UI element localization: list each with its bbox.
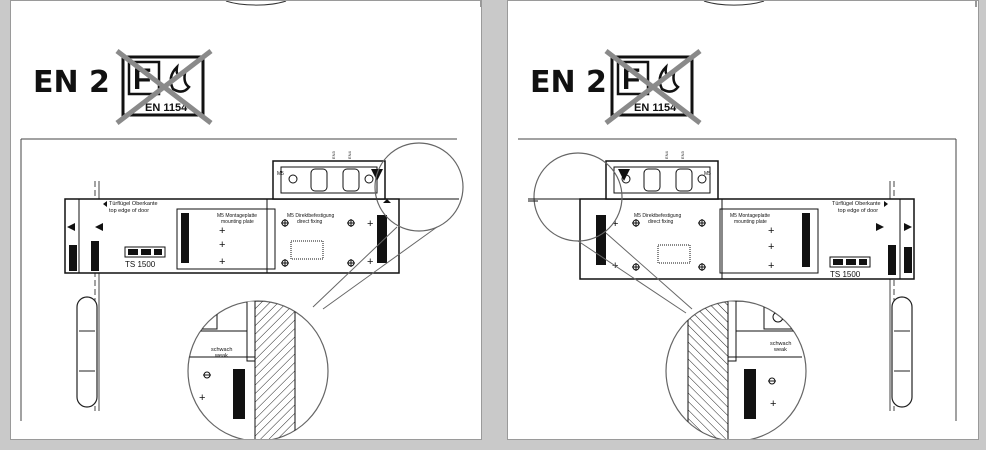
svg-text:EN4: EN4	[664, 150, 669, 159]
svg-text:+: +	[768, 260, 774, 272]
direct-en: direct fixing	[297, 219, 323, 225]
fire-standard-label: EN 1154	[634, 102, 677, 114]
top-edge-en: top edge of door	[109, 208, 149, 214]
svg-text:+: +	[770, 398, 776, 410]
detail-circle-fragment	[225, 1, 287, 6]
svg-text:+: +	[768, 241, 774, 253]
svg-text:+: +	[367, 256, 373, 268]
svg-text:+: +	[768, 225, 774, 237]
plate-de: M5 Montageplatte	[730, 213, 770, 219]
plate-marker	[181, 213, 189, 263]
fire-rating-symbol: F EN 1154	[604, 49, 702, 125]
direct-marker	[596, 215, 606, 265]
fire-rating-symbol: F EN 1154	[115, 49, 213, 125]
svg-text:EN3: EN3	[680, 150, 685, 159]
plate-en: mounting plate	[734, 219, 767, 225]
svg-text:+: +	[219, 256, 225, 268]
marker-block	[91, 241, 99, 271]
en-class-label: EN 2	[33, 65, 110, 100]
svg-text:+: +	[219, 225, 225, 237]
svg-text:+: +	[367, 218, 373, 230]
mounting-diagram-right: F EN 1154 M5 EN4 EN3 Türflügel O	[518, 1, 977, 439]
svg-text:EN4: EN4	[347, 150, 352, 159]
mounting-diagram-left: F EN 1154 M5 EN3 EN4	[20, 1, 481, 439]
top-edge-de: Türflügel Oberkante	[109, 201, 158, 207]
direct-marker	[377, 215, 387, 263]
model-label: TS 1500	[830, 270, 861, 279]
m5-label: M5	[277, 171, 284, 177]
marker-block	[888, 245, 896, 275]
detail-circle-fragment	[703, 1, 765, 6]
fire-standard-label: EN 1154	[145, 102, 188, 114]
svg-text:+: +	[612, 218, 618, 230]
detail-en: weak	[214, 353, 228, 359]
svg-text:+: +	[199, 392, 205, 404]
detail-de: schwach	[770, 341, 791, 347]
mounting-template	[64, 198, 400, 274]
detail-de: schwach	[211, 347, 232, 353]
plate-en: mounting plate	[221, 219, 254, 225]
door-hinge	[76, 296, 98, 408]
detail-callout-circle	[374, 142, 464, 232]
plate-de: M5 Montageplatte	[217, 213, 257, 219]
door-hinge	[891, 296, 913, 408]
detail-en: weak	[773, 347, 787, 353]
plate-marker	[802, 213, 810, 267]
model-label: TS 1500	[125, 260, 156, 269]
direct-en: direct fixing	[648, 219, 674, 225]
panel-left: EN 2 F EN 1154	[10, 0, 482, 440]
svg-text:+: +	[219, 239, 225, 251]
direct-de: M5 Direktbefestigung	[287, 213, 334, 219]
direct-de: M5 Direktbefestigung	[634, 213, 681, 219]
en-class-label: EN 2	[530, 65, 607, 100]
top-edge-de: Türflügel Oberkante	[832, 201, 881, 207]
panel-right: EN 2 F EN 1154	[507, 0, 979, 440]
m5-label: M5	[704, 171, 711, 177]
svg-text:EN3: EN3	[331, 150, 336, 159]
top-edge-en: top edge of door	[838, 208, 878, 214]
